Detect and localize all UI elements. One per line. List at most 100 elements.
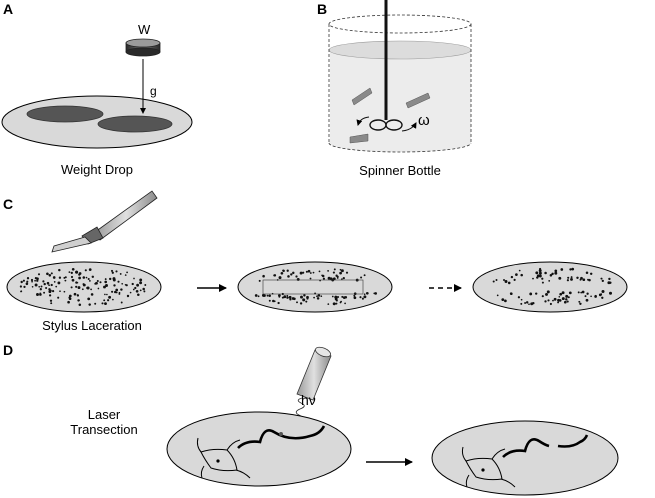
cell-dot xyxy=(19,285,23,288)
cell-dot xyxy=(68,271,71,273)
cell-dot xyxy=(359,296,362,299)
cell-dot xyxy=(48,290,52,294)
omega-label: ω xyxy=(418,112,430,129)
cell-dot xyxy=(586,292,589,295)
caption-laser-line2: Transection xyxy=(70,422,137,437)
culture-dish xyxy=(472,261,628,313)
cell-dot xyxy=(25,282,29,286)
cell-dot xyxy=(303,294,306,297)
cell-dot xyxy=(103,299,106,302)
cell-dot xyxy=(119,272,122,275)
cell-dot xyxy=(331,295,334,298)
cell-dot xyxy=(96,279,99,283)
cell-dot xyxy=(495,279,498,281)
cell-dot xyxy=(576,276,579,280)
cell-dot xyxy=(609,291,612,295)
cell-dot xyxy=(558,276,562,280)
cell-dot xyxy=(53,281,56,283)
cell-dot xyxy=(48,274,52,277)
cell-dot xyxy=(139,281,143,285)
cell-dot xyxy=(112,278,116,282)
cell-dot xyxy=(322,277,326,280)
cell-dot xyxy=(567,296,570,299)
cell-dot xyxy=(503,279,505,281)
cell-dot xyxy=(97,287,100,290)
cell-dot xyxy=(538,271,542,275)
cell-dot xyxy=(101,302,104,305)
cell-dot xyxy=(561,297,565,301)
cell-dot xyxy=(316,295,318,298)
caption-weight-drop: Weight Drop xyxy=(61,162,133,177)
cell-dot xyxy=(305,300,308,303)
cell-dot xyxy=(510,292,513,296)
cell-dot xyxy=(515,273,518,276)
cell-dot xyxy=(104,280,108,284)
cell-dot xyxy=(340,300,342,303)
cell-dot xyxy=(278,276,282,280)
cell-dot xyxy=(52,276,56,279)
cell-dot xyxy=(108,277,112,281)
cell-dot xyxy=(496,294,499,297)
cell-dot xyxy=(40,285,43,288)
cell-dot xyxy=(137,293,140,297)
cell-dot xyxy=(570,277,573,281)
cell-dot xyxy=(520,273,523,277)
cell-dot xyxy=(118,292,121,295)
cell-dot xyxy=(333,277,336,281)
neuron-intact xyxy=(196,425,326,479)
cell-dot xyxy=(273,300,276,303)
cell-dot xyxy=(124,283,127,286)
cell-dot xyxy=(549,274,553,277)
cell-dot xyxy=(48,288,51,291)
cell-dot xyxy=(558,295,561,298)
cell-dot xyxy=(73,292,77,296)
cell-dot xyxy=(39,292,42,295)
cell-dot xyxy=(532,277,534,280)
cell-dot xyxy=(528,303,530,306)
cell-dot xyxy=(144,284,147,286)
cell-dot xyxy=(75,285,78,288)
cell-dot xyxy=(302,271,305,274)
cell-dot xyxy=(95,281,98,285)
cell-dot xyxy=(82,276,86,279)
cell-dot xyxy=(258,279,261,282)
cell-dot xyxy=(26,280,29,283)
cell-dot xyxy=(541,277,544,280)
cell-dot xyxy=(124,274,127,276)
cell-dot xyxy=(524,302,527,304)
cell-dot xyxy=(50,283,53,287)
cell-dot xyxy=(90,293,94,296)
cell-dot xyxy=(293,297,296,301)
cell-dot xyxy=(139,289,142,292)
cell-dot xyxy=(363,274,366,277)
cell-dot xyxy=(552,299,554,302)
cell-dot xyxy=(541,295,544,298)
cell-dot xyxy=(549,302,552,306)
cell-dot xyxy=(600,293,603,296)
cell-dot xyxy=(609,281,612,285)
panel-d: D hν Laser Transection xyxy=(3,342,619,496)
cell-dot xyxy=(111,290,114,293)
cell-dot xyxy=(115,288,119,292)
cell-dot xyxy=(286,296,289,299)
cell-dot xyxy=(262,294,265,297)
cell-dot xyxy=(50,272,53,275)
cell-dot xyxy=(78,273,81,276)
cell-dot xyxy=(317,294,321,297)
cell-dot xyxy=(578,300,581,303)
cell-dot xyxy=(278,294,281,297)
cell-dot xyxy=(507,281,511,285)
cell-dot xyxy=(76,281,79,284)
cell-dot xyxy=(58,276,62,279)
cell-dot xyxy=(254,294,258,297)
cell-dot xyxy=(544,271,547,275)
cell-dot xyxy=(302,298,306,302)
panel-c: C Stylus Laceration xyxy=(3,190,628,333)
cell-dot xyxy=(104,278,107,281)
cell-dot xyxy=(520,302,523,305)
cell-dot xyxy=(70,275,74,279)
cell-dot xyxy=(601,296,604,299)
cell-dot xyxy=(577,291,580,294)
cell-dot xyxy=(566,279,569,282)
cell-dot xyxy=(361,297,364,300)
